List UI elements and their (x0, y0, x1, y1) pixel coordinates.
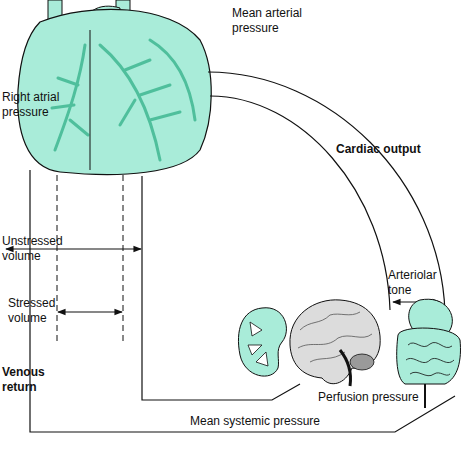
brain-fold (300, 312, 360, 330)
coronary-branch (120, 60, 180, 125)
stressed-boundary (123, 175, 124, 342)
rectum (424, 384, 426, 408)
volume-label: Unstressed volume (2, 234, 72, 264)
flow-label: Cardiac output (336, 142, 456, 157)
brain-stem (340, 350, 351, 386)
artery-inner-wall (210, 96, 390, 310)
coronary-vessels (52, 40, 195, 160)
cerebellum (350, 354, 374, 370)
intestine-loops (406, 342, 454, 375)
coronary-vessel (150, 40, 195, 120)
kidney-pyramids (248, 322, 268, 366)
pressure-label: Mean arterial pressure (232, 6, 322, 36)
coronary-vessel (55, 45, 85, 150)
pressure-label: Mean systemic pressure (190, 414, 350, 429)
vein-inner-wall (142, 176, 300, 400)
resistance-label: Arteriolar tone (388, 268, 450, 298)
pressure-label: Right atrial pressure (2, 90, 72, 120)
brain-fold (298, 334, 372, 348)
coronary-vessel (100, 45, 160, 160)
coronary-branch (52, 78, 88, 135)
stressed-volume-arrow (58, 311, 122, 312)
intestine-loop (408, 342, 452, 347)
volume-label: Stressed volume (8, 296, 68, 326)
stressed-boundary (57, 175, 58, 342)
brain-fold (310, 352, 345, 362)
kidney (238, 308, 286, 376)
kidney-pyramid (256, 352, 268, 366)
kidney-pyramid (248, 345, 262, 355)
intestines (397, 328, 461, 384)
pressure-label: Perfusion pressure (318, 390, 458, 405)
flow-label: Venous return (2, 365, 57, 395)
heart-septum (90, 30, 91, 170)
kidney-pyramid (250, 322, 262, 336)
intestine-loop (406, 358, 454, 362)
intestine-loop (410, 372, 450, 375)
brain (290, 300, 380, 384)
